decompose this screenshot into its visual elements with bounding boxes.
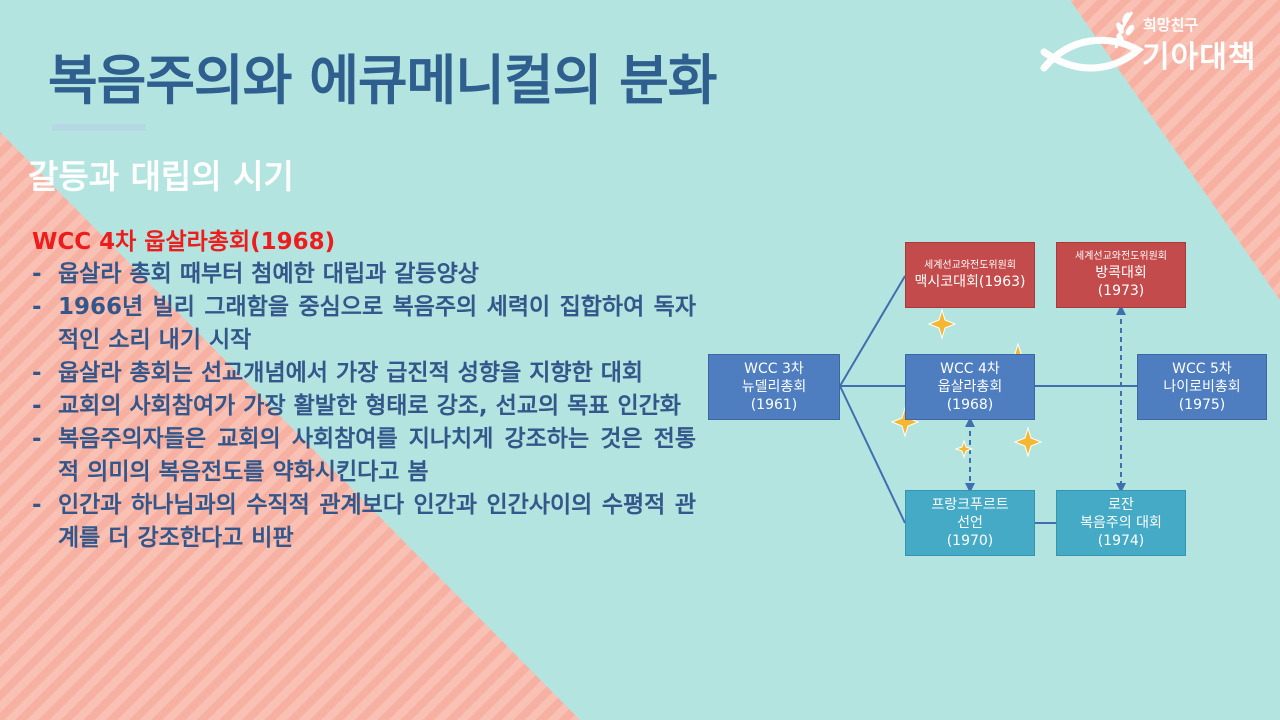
box-frankfurt: 프랑크푸르트 선언 (1970)	[905, 490, 1035, 556]
box-line: 방콕대회	[1095, 265, 1147, 281]
box-line: 복음주의 대회	[1080, 515, 1162, 531]
fish-logo-icon	[1040, 11, 1144, 72]
box-line: WCC 5차	[1172, 361, 1232, 377]
box-line: (1961)	[750, 397, 798, 413]
box-line: 선언	[957, 515, 983, 531]
box-line: (1974)	[1097, 533, 1145, 549]
box-line: 맥시코대회(1963)	[914, 274, 1026, 290]
bullet-item: -인간과 하나님과의 수직적 관계보다 인간과 인간사이의 수평적 관계를 더 …	[32, 492, 696, 551]
sparkle-icon	[1013, 426, 1043, 458]
box-line: 프랑크푸르트	[931, 497, 1009, 513]
box-wcc5: WCC 5차 나이로비총회 (1975)	[1137, 354, 1267, 420]
box-small-line: 세계선교와전도위원회	[924, 260, 1016, 271]
box-line: 웁살라총회	[937, 379, 1003, 395]
sparkle-icon	[954, 439, 974, 459]
connector-wcc3-frankfurt	[839, 385, 906, 524]
bullet-item: -복음주의자들은 교회의 사회참여를 지나치게 강조하는 것은 전통적 의미의 …	[32, 426, 696, 485]
box-wcc3: WCC 3차 뉴델리총회 (1961)	[708, 354, 840, 420]
box-wcc4: WCC 4차 웁살라총회 (1968)	[905, 354, 1035, 420]
box-line: (1968)	[946, 397, 994, 413]
logo-big-text: 기아대책	[1142, 40, 1257, 75]
box-line: WCC 3차	[744, 361, 804, 377]
box-line: (1973)	[1097, 283, 1145, 299]
timeline-diagram: WCC 3차 뉴델리총회 (1961) 세계선교와전도위원회 맥시코대회(196…	[700, 236, 1280, 566]
sparkle-icon	[927, 308, 957, 340]
content-block: WCC 4차 웁살라총회(1968) -웁살라 총회 때부터 첨예한 대립과 갈…	[32, 226, 696, 555]
bullet-item: -1966년 빌리 그래함을 중심으로 복음주의 세력이 집합하여 독자적인 소…	[32, 294, 696, 353]
page-subtitle: 갈등과 대립의 시기	[28, 157, 294, 196]
box-line: 나이로비총회	[1163, 379, 1241, 395]
bullet-item: -교회의 사회참여가 가장 활발한 형태로 강조, 선교의 목표 인간화	[32, 393, 681, 419]
box-line: WCC 4차	[940, 361, 1000, 377]
diagram-connectors	[839, 275, 1137, 524]
content-heading: WCC 4차 웁살라총회(1968)	[32, 229, 336, 255]
bullet-list: -웁살라 총회 때부터 첨예한 대립과 갈등양상 -1966년 빌리 그래함을 …	[32, 258, 696, 555]
box-line: 뉴델리총회	[741, 379, 807, 395]
title-underline	[52, 124, 146, 131]
box-mexico: 세계선교와전도위원회 맥시코대회(1963)	[905, 242, 1035, 308]
box-line: (1975)	[1178, 397, 1226, 413]
box-line: (1970)	[946, 533, 994, 549]
box-bangkok: 세계선교와전도위원회 방콕대회 (1973)	[1056, 242, 1186, 308]
box-small-line: 세계선교와전도위원회	[1075, 251, 1167, 262]
connector-wcc3-mexico	[839, 275, 906, 387]
bullet-item: -웁살라 총회는 선교개념에서 가장 급진적 성향을 지향한 대회	[32, 360, 644, 386]
page-title: 복음주의와 에큐메니컬의 분화	[48, 49, 717, 112]
logo-small-text: 희망친구	[1143, 16, 1199, 34]
box-lausanne: 로잔 복음주의 대회 (1974)	[1056, 490, 1186, 556]
box-line: 로잔	[1108, 497, 1134, 513]
logo: 희망친구 기아대책	[1040, 8, 1270, 84]
bullet-item: -웁살라 총회 때부터 첨예한 대립과 갈등양상	[32, 261, 479, 287]
